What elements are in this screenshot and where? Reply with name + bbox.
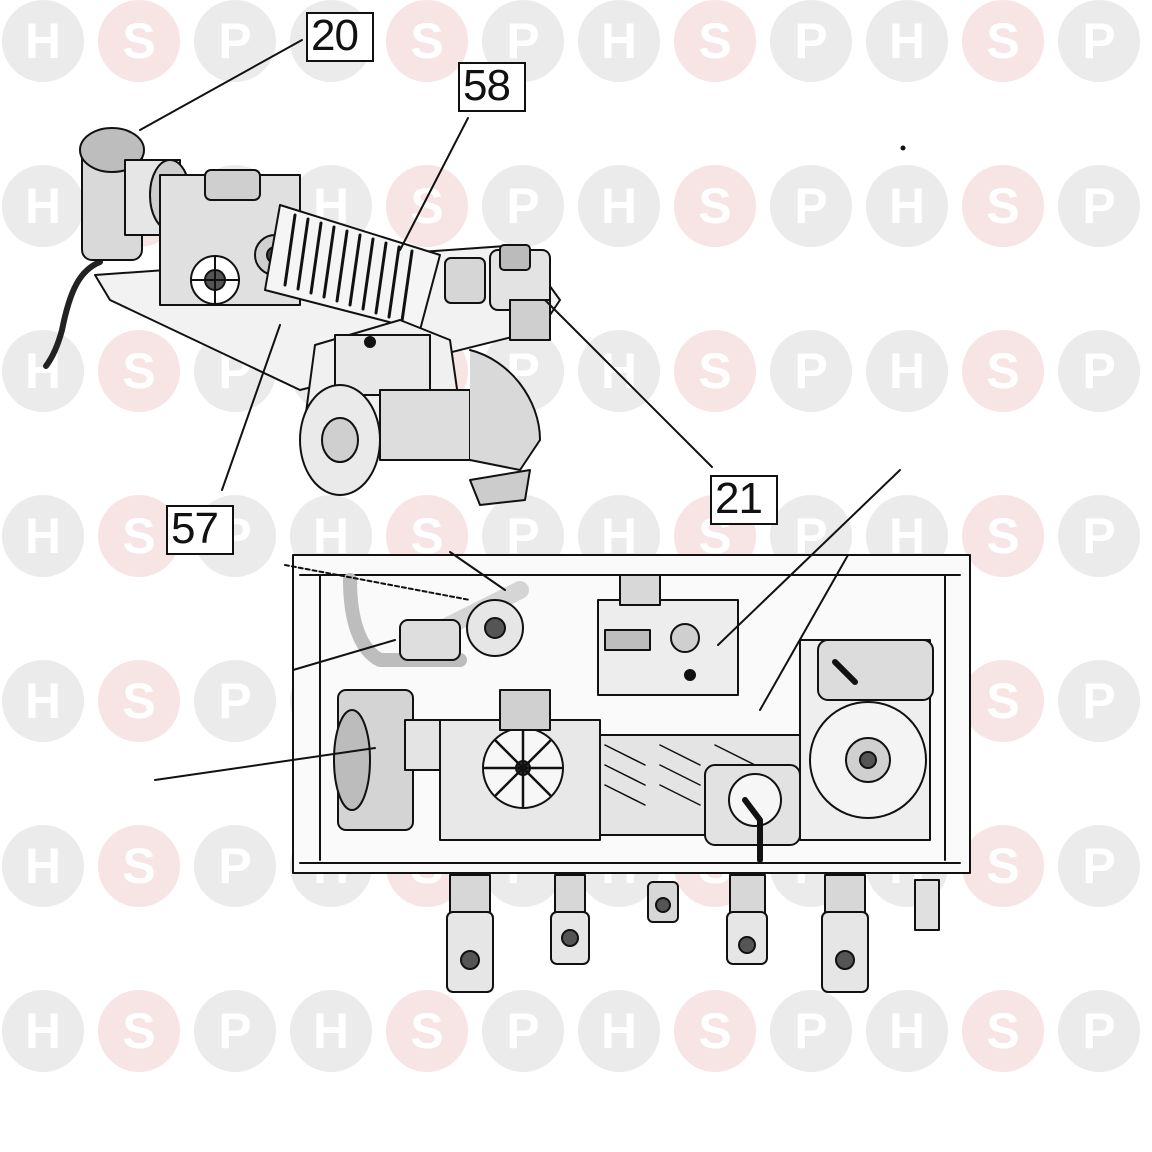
watermark-badge: S [98,990,180,1072]
gas-valve [597,574,739,696]
connector-3 [647,881,679,923]
watermark-badge: S [386,165,468,247]
watermark-badge: S [674,0,756,82]
watermark-badge: S [674,990,756,1072]
bottom-connectors [446,874,940,993]
watermark-badge: P [770,0,852,82]
callout-20: 20 [306,12,374,62]
inlet-pipework [343,573,529,667]
watermark-badge: P [482,165,564,247]
watermark-badge: S [962,0,1044,82]
circulation-pump [299,319,541,506]
watermark-badge: H [866,330,948,412]
callout-21: 21 [710,475,778,525]
watermark-badge: H [2,165,84,247]
watermark-badge: H [2,0,84,82]
watermark-badge: H [2,990,84,1072]
watermark-badge: P [194,0,276,82]
watermark-badge: S [962,660,1044,742]
leader-line-57-lower [292,639,396,671]
watermark-badge: H [290,990,372,1072]
leader-lines [139,39,906,781]
watermark-badge: S [962,825,1044,907]
pump-assembly [43,127,561,506]
pressure-relief-valve [444,244,551,341]
watermark-badge: S [962,330,1044,412]
diverter-actuator [333,689,446,831]
watermark-badge: P [770,165,852,247]
watermark-badge: P [1058,330,1140,412]
watermark-badge: H [2,495,84,577]
watermark-badge: S [674,165,756,247]
leader-line-58-upper-left [284,564,471,601]
watermark-badge: P [1058,495,1140,577]
watermark-badge: S [962,990,1044,1072]
watermark-badge: H [866,165,948,247]
watermark-badge: S [98,825,180,907]
leader-line-58-lower [759,554,849,711]
watermark-badge: H [2,660,84,742]
watermark-badge: P [1058,990,1140,1072]
watermark-badge: H [578,0,660,82]
watermark-badge: H [2,825,84,907]
watermark-badge: S [98,330,180,412]
leader-line-20 [139,39,303,131]
leader-line-58 [399,117,469,251]
leader-line-20-lower [154,747,376,781]
watermark-badge: P [482,990,564,1072]
watermark-badge: S [962,165,1044,247]
watermark-badge: P [194,660,276,742]
watermark-badge: H [578,165,660,247]
watermark-badge: P [770,330,852,412]
leader-line-21 [544,299,713,468]
watermark-badge: S [386,990,468,1072]
boiler-chassis [292,554,971,993]
pressure-sensor [704,764,801,863]
callout-57: 57 [166,505,234,555]
watermark-badge: H [866,990,948,1072]
watermark-badge: H [578,990,660,1072]
watermark-badge: P [1058,165,1140,247]
watermark-badge: P [1058,660,1140,742]
watermark-badge: P [770,990,852,1072]
watermark-badge: S [386,0,468,82]
leader-line-21-lower [717,469,901,646]
drain-hose [43,259,103,369]
hydraulic-block [439,689,601,841]
callout-58: 58 [458,62,526,112]
watermark-badge: P [1058,825,1140,907]
connector-4 [726,874,768,965]
connector-5 [821,874,869,993]
watermark-badge: S [98,660,180,742]
watermark-badge: S [674,330,756,412]
boiler-pump [799,639,934,841]
watermark-badge: H [866,0,948,82]
connector-2 [550,874,590,965]
leader-line-21-upper-left [449,551,506,591]
watermark-badge: S [962,495,1044,577]
watermark-badge: P [1058,0,1140,82]
plate-heat-exchanger [264,204,441,331]
watermark-badge: H [2,330,84,412]
watermark-badge: P [194,990,276,1072]
watermark-badge: P [194,825,276,907]
watermark-badge: H [578,330,660,412]
connector-1 [446,874,494,993]
leader-line-57 [221,324,281,491]
watermark-badge: S [98,0,180,82]
